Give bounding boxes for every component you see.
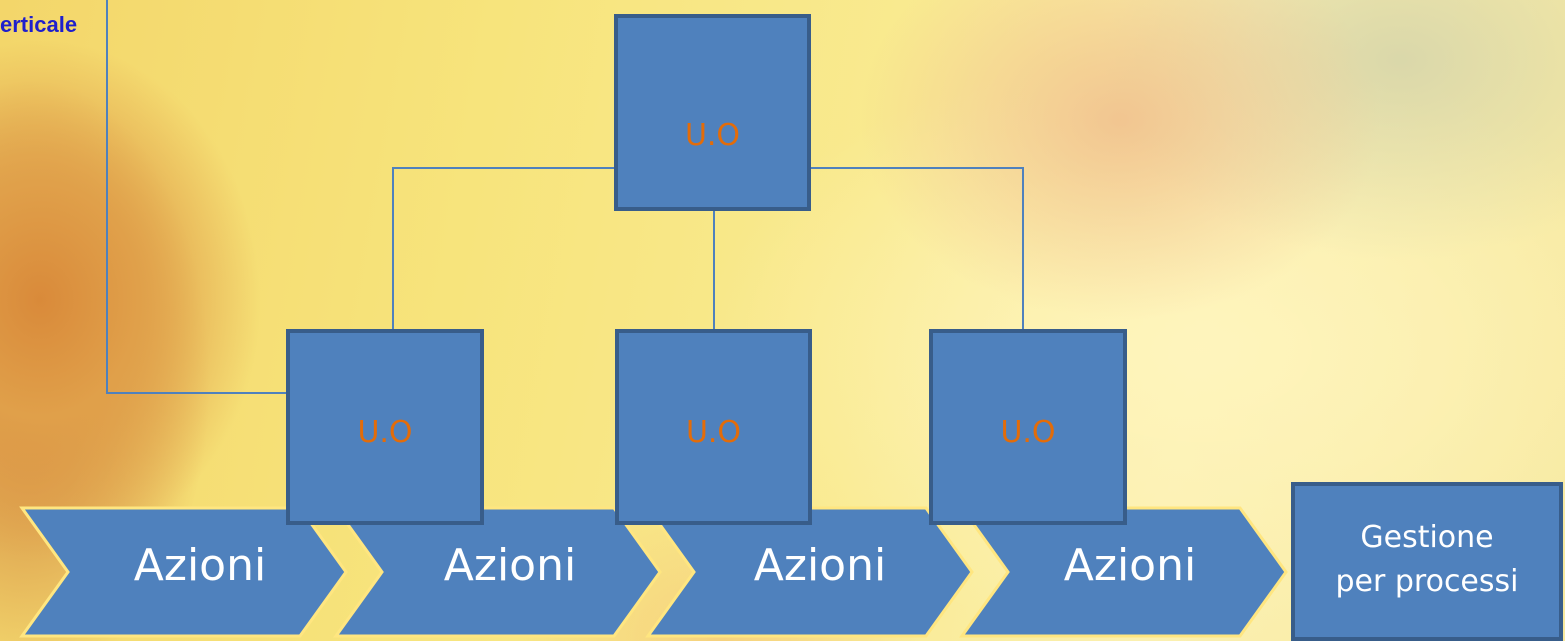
org-unit-child-3: U.O — [929, 329, 1127, 525]
org-unit-label: U.O — [357, 415, 413, 450]
result-line-1: Gestione — [1360, 520, 1494, 555]
org-unit-child-2: U.O — [615, 329, 812, 525]
org-unit-label: U.O — [1000, 415, 1056, 450]
connector-line — [1022, 167, 1024, 333]
connector-line — [106, 392, 290, 394]
org-unit-child-1: U.O — [286, 329, 484, 525]
chevron-step-2 — [333, 506, 662, 638]
chevron-step-4 — [959, 506, 1288, 638]
result-text: Gestione per processi — [1295, 516, 1559, 604]
chevron-step-3 — [645, 506, 974, 638]
result-box: Gestione per processi — [1291, 482, 1563, 641]
org-unit-top: U.O — [614, 14, 811, 211]
chevron-step-label: Azioni — [1063, 540, 1197, 591]
corner-label: erticale — [0, 12, 78, 37]
result-line-2: per processi — [1335, 564, 1519, 599]
chevron-step-label: Azioni — [443, 540, 577, 591]
chevron-step-label: Azioni — [753, 540, 887, 591]
org-unit-label: U.O — [684, 118, 741, 153]
connector-line — [713, 210, 715, 333]
connector-line — [106, 0, 108, 394]
chevron-step-label: Azioni — [133, 540, 267, 591]
org-unit-label: U.O — [685, 415, 742, 450]
connector-line — [392, 167, 394, 333]
